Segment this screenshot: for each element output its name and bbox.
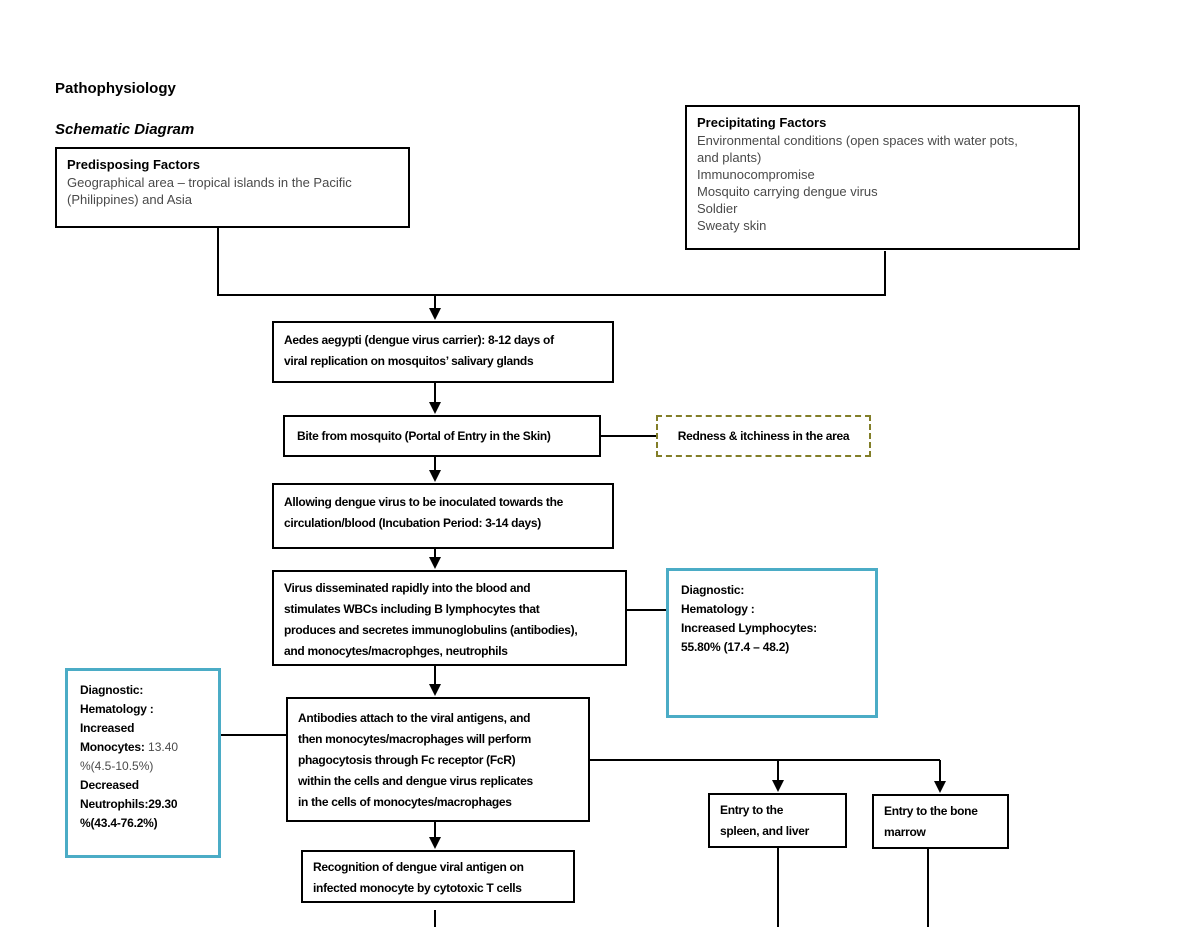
- entry-spleen-liver-box: Entry to the spleen, and liver: [708, 793, 847, 848]
- box-text-line: viral replication on mosquitos’ salivary…: [284, 354, 534, 368]
- predisposing-factors-box: Predisposing Factors Geographical area –…: [55, 147, 410, 228]
- box-text-line: Entry to the: [720, 803, 784, 817]
- antibody-phagocytosis-box: Antibodies attach to the viral antigens,…: [286, 697, 590, 822]
- box-text-line: Virus disseminated rapidly into the bloo…: [284, 581, 531, 595]
- diagnostic-monocytes-box: Diagnostic: Hematology : Increased Monoc…: [65, 668, 221, 858]
- box-text-line: stimulates WBCs including B lymphocytes …: [284, 602, 540, 616]
- box-text-line: Antibodies attach to the viral antigens,…: [298, 711, 531, 725]
- box-text-line: in the cells of monocytes/macrophages: [298, 795, 512, 809]
- diagnostic-line: Hematology :: [681, 602, 755, 616]
- diagnostic-line: Hematology :: [80, 702, 154, 716]
- box-text-line: infected monocyte by cytotoxic T cells: [313, 881, 522, 895]
- virus-dissemination-box: Virus disseminated rapidly into the bloo…: [272, 570, 627, 666]
- box-text-line: Aedes aegypti (dengue virus carrier): 8-…: [284, 333, 554, 347]
- box-text-line: phagocytosis through Fc receptor (FcR): [298, 753, 516, 767]
- box-text-line: Allowing dengue virus to be inoculated t…: [284, 495, 564, 509]
- box-text-line: Redness & itchiness in the area: [677, 428, 850, 443]
- precipitating-factor-item: Soldier: [697, 201, 738, 216]
- diagnostic-line: %(43.4-76.2%): [80, 816, 158, 830]
- precipitating-factors-box: Precipitating Factors Environmental cond…: [685, 105, 1080, 250]
- predisposing-factors-title: Predisposing Factors: [67, 157, 200, 172]
- diagnostic-line: Diagnostic:: [80, 683, 144, 697]
- diagnostic-value: 13.40: [144, 740, 179, 754]
- box-text-line: circulation/blood (Incubation Period: 3-…: [284, 516, 541, 530]
- precipitating-factor-item: Mosquito carrying dengue virus: [697, 184, 878, 199]
- box-text-line: Entry to the bone: [884, 804, 978, 818]
- box-text-line: Bite from mosquito (Portal of Entry in t…: [297, 428, 551, 443]
- box-text-line: then monocytes/macrophages will perform: [298, 732, 532, 746]
- page-subtitle: Schematic Diagram: [55, 121, 195, 138]
- diagnostic-line: Increased Lymphocytes:: [681, 621, 817, 635]
- redness-itchiness-box: Redness & itchiness in the area: [656, 415, 871, 457]
- diagnostic-line: Decreased: [80, 778, 139, 792]
- page-title: Pathophysiology: [55, 80, 176, 97]
- diagnostic-line: Increased: [80, 721, 135, 735]
- diagnostic-line: %(4.5-10.5%): [80, 759, 154, 773]
- box-text-line: Recognition of dengue viral antigen on: [313, 860, 524, 874]
- entry-bone-marrow-box: Entry to the bone marrow: [872, 794, 1009, 849]
- box-text-line: spleen, and liver: [720, 824, 809, 838]
- precipitating-factor-item: Sweaty skin: [697, 218, 767, 233]
- precipitating-factor-item: Immunocompromise: [697, 167, 815, 182]
- diagnostic-line: Neutrophils:29.30: [80, 797, 178, 811]
- predisposing-factors-body: Geographical area – tropical islands in …: [67, 175, 352, 207]
- precipitating-factor-item: Environmental conditions (open spaces wi…: [697, 133, 1018, 165]
- box-text-line: within the cells and dengue virus replic…: [298, 774, 533, 788]
- diagnostic-line: Monocytes: 13.40: [80, 738, 206, 757]
- box-text-line: and monocytes/macrophges, neutrophils: [284, 644, 508, 658]
- virus-inoculation-box: Allowing dengue virus to be inoculated t…: [272, 483, 614, 549]
- diagnostic-label: Monocytes:: [80, 740, 145, 754]
- aedes-replication-box: Aedes aegypti (dengue virus carrier): 8-…: [272, 321, 614, 383]
- diagnostic-line: 55.80% (17.4 – 48.2): [681, 640, 790, 654]
- box-text-line: produces and secretes immunoglobulins (a…: [284, 623, 578, 637]
- t-cell-recognition-box: Recognition of dengue viral antigen on i…: [301, 850, 575, 903]
- mosquito-bite-box: Bite from mosquito (Portal of Entry in t…: [283, 415, 601, 457]
- diagnostic-lymphocytes-box: Diagnostic: Hematology : Increased Lymph…: [666, 568, 878, 718]
- precipitating-factors-title: Precipitating Factors: [697, 115, 827, 130]
- box-text-line: marrow: [884, 825, 926, 839]
- diagnostic-line: Diagnostic:: [681, 583, 745, 597]
